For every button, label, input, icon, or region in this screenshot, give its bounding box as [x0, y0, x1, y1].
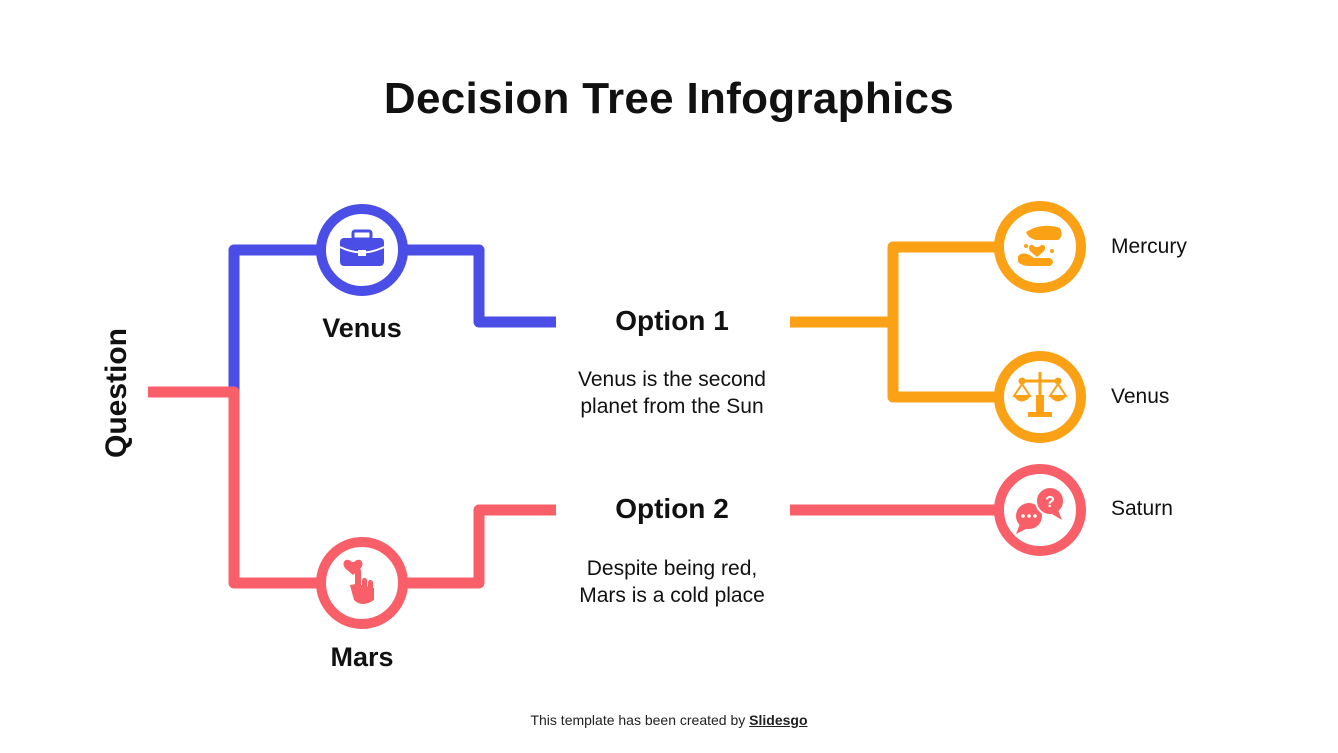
branch-label-venus: Venus: [322, 313, 402, 343]
mercury-node: [994, 201, 1086, 293]
heart-hand-pointer-icon: [343, 559, 374, 604]
branch-label-mars: Mars: [330, 642, 394, 672]
venus-leaf-node: [994, 351, 1086, 443]
venus-node: [316, 204, 408, 296]
slidesgo-link[interactable]: Slidesgo: [749, 712, 808, 728]
leaf-label-mercury: Mercury: [1111, 235, 1187, 258]
question-label: Question: [100, 327, 133, 459]
hands-heart-icon: [1018, 225, 1062, 266]
saturn-node: ?: [994, 464, 1086, 556]
connector-question-mars: [148, 386, 318, 589]
connector-venus-option1: [405, 244, 556, 328]
option-1-title: Option 1: [615, 305, 729, 336]
leaf-label-venus: Venus: [1111, 385, 1170, 408]
connector-question-venus: [228, 244, 318, 392]
page-title: Decision Tree Infographics: [383, 74, 955, 123]
connector-option1-leaves: [887, 241, 995, 403]
connector-mars-option2: [405, 504, 556, 589]
svg-text:?: ?: [1045, 494, 1055, 511]
option-1-description: Venus is the second planet from the Sun: [578, 368, 766, 418]
option-2-description: Despite being red, Mars is a cold place: [579, 557, 765, 607]
briefcase-icon: [339, 229, 385, 266]
chat-bubbles-question-icon: ?: [1016, 486, 1065, 534]
footer-credit: This template has been created by Slides…: [530, 712, 808, 728]
leaf-label-saturn: Saturn: [1111, 497, 1173, 520]
option-2-title: Option 2: [615, 493, 729, 524]
mars-node: [316, 537, 408, 629]
scales-icon: [1012, 372, 1068, 417]
